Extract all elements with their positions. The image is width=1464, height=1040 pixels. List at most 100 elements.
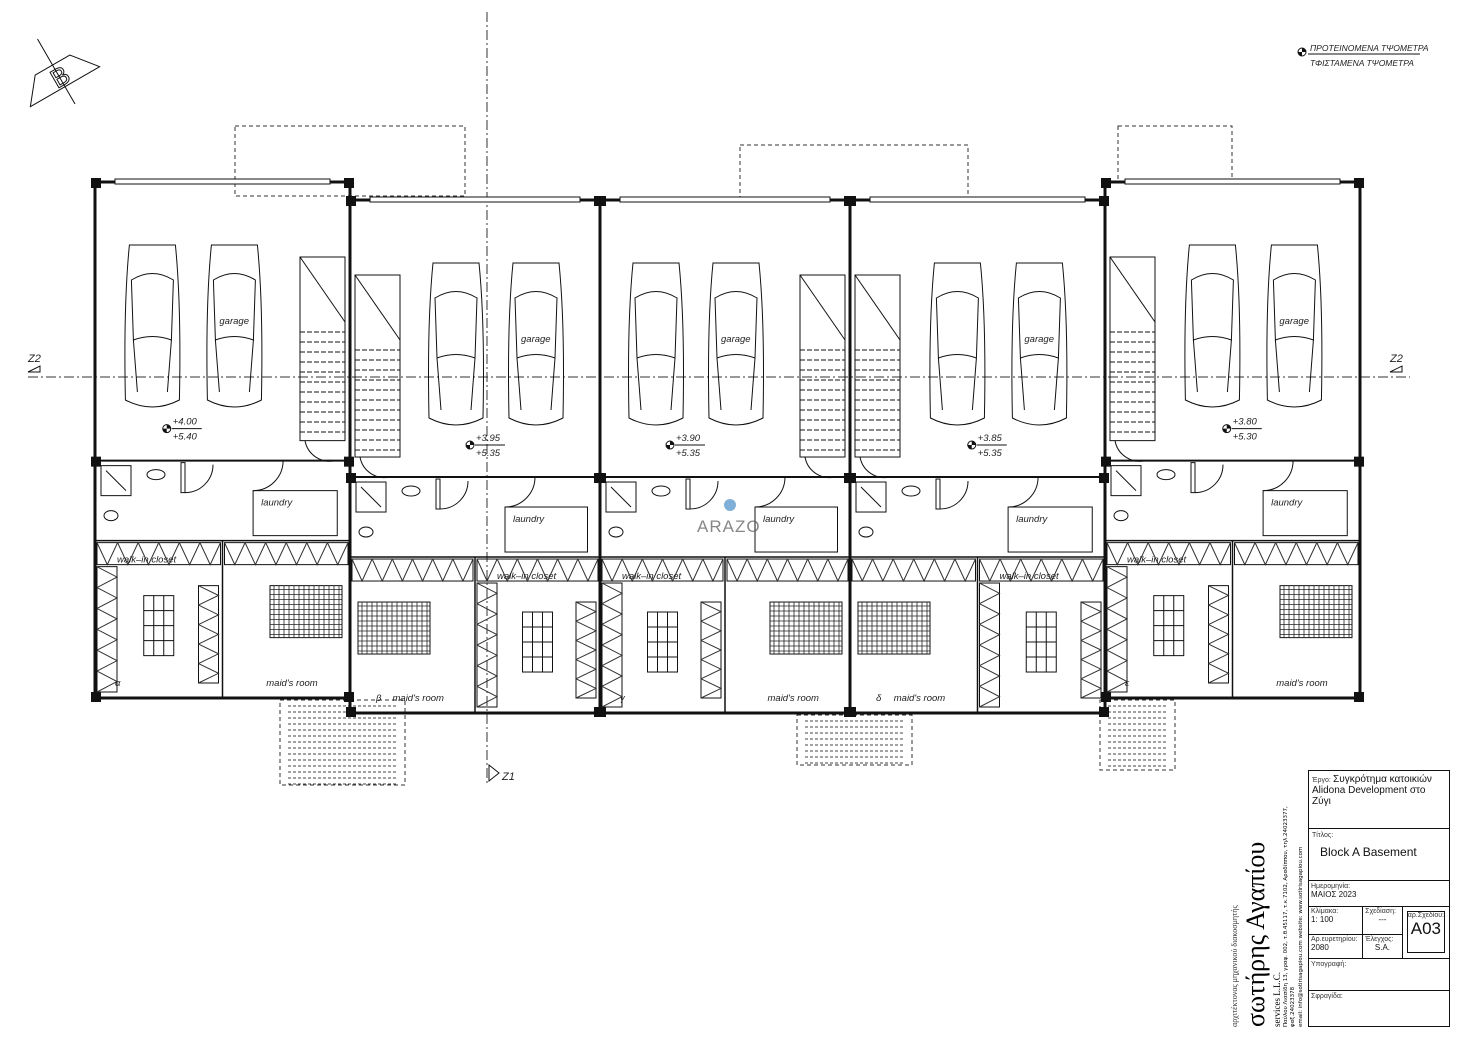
wardrobe-mark <box>351 558 373 583</box>
garage-label: garage <box>1024 334 1054 345</box>
wardrobe-mark <box>1106 587 1129 609</box>
door-swing <box>1263 460 1294 492</box>
garage-door <box>869 196 1086 203</box>
garage-label: garage <box>721 334 751 345</box>
car-body <box>206 244 263 408</box>
stamp-row: Σφραγίδα: <box>1309 991 1449 1002</box>
stair-line <box>1109 256 1156 323</box>
laundry-room <box>504 506 588 553</box>
car-line <box>971 357 977 411</box>
wardrobe-mark <box>700 639 723 661</box>
car-body <box>708 262 764 426</box>
wardrobe-mark <box>306 542 328 566</box>
car-roof <box>130 273 174 341</box>
toilet <box>1113 510 1129 522</box>
shower <box>605 481 637 513</box>
door-swing <box>859 456 891 479</box>
inventory-label: Αρ.ευρετηρίου: <box>1311 936 1358 943</box>
wardrobe-mark <box>700 678 723 699</box>
wardrobe-mark <box>851 558 874 583</box>
car-roof <box>634 291 678 359</box>
wardrobe-mark <box>537 558 559 583</box>
maid-room-label: maid's room <box>266 678 318 689</box>
laundry-label: laundry <box>763 514 795 525</box>
wardrobe-mark <box>700 601 723 622</box>
bed <box>357 601 431 655</box>
wardrobe-mark <box>766 558 788 583</box>
number-label: αρ.Σχεδίου: <box>1407 912 1444 919</box>
door-swing <box>253 460 284 492</box>
company-contact: email: info@sotirisagapiou.com website: … <box>1298 846 1304 1027</box>
laundry-label: laundry <box>261 498 293 509</box>
date-value: ΜΑΙΟΣ 2023 <box>1311 890 1357 899</box>
door-swing <box>689 481 719 510</box>
car-body <box>428 262 484 426</box>
company-tagline: αρχιτέκτονας μηχανικού διακοσμητής <box>1230 905 1239 1027</box>
door-swing <box>1194 464 1224 494</box>
car-roof <box>514 291 558 359</box>
date-row: Ημερομηνία: ΜΑΙΟΣ 2023 <box>1309 881 1449 907</box>
wardrobe-mark <box>198 643 220 664</box>
car-line <box>132 339 138 393</box>
wardrobe-mark <box>1168 542 1190 566</box>
car-line <box>550 357 556 411</box>
car-roof <box>1017 291 1061 359</box>
column <box>596 707 606 717</box>
check-label: Έλεγχος: <box>1365 936 1394 943</box>
wardrobe-mark <box>1106 628 1129 651</box>
column <box>1101 692 1111 702</box>
level-marker-fill <box>967 441 976 450</box>
wardrobe-mark <box>1106 566 1129 588</box>
unit-3 <box>596 196 854 717</box>
wardrobe-mark <box>496 558 518 583</box>
wardrobe-mark <box>1147 542 1170 566</box>
sink <box>1156 469 1176 481</box>
wardrobe-mark <box>601 558 623 583</box>
wardrobe-mark <box>476 665 499 687</box>
wardrobe-mark <box>96 649 119 672</box>
north-arrow-icon: B <box>29 38 101 108</box>
closet-label: walk–in closet <box>1127 555 1186 566</box>
shower-line <box>360 486 382 508</box>
wardrobe-mark <box>1061 558 1083 583</box>
wardrobe-mark <box>1275 542 1297 566</box>
wardrobe-mark <box>224 542 246 566</box>
wardrobe-mark <box>452 558 474 583</box>
wardrobe-mark <box>137 542 160 566</box>
unit-5 <box>1101 178 1364 702</box>
wardrobe-mark <box>1208 624 1230 645</box>
title-block: Έργο: Συγκρότημα κατοικιών Alidona Devel… <box>1308 770 1450 1027</box>
wardrobe-mark <box>198 585 220 606</box>
signature-label: Υπογραφή: <box>1311 961 1347 968</box>
sink <box>401 485 421 497</box>
stamp-label: Σφραγίδα: <box>1311 993 1343 1000</box>
wardrobe-mark <box>96 670 119 693</box>
section-arrow-icon <box>27 365 41 373</box>
shower-line <box>105 470 127 491</box>
closet-label: walk–in closet <box>622 571 681 582</box>
company-address: Παύλου Λιασίδη 13, γραφ. 002, τ.θ.45117,… <box>1283 806 1296 1027</box>
bath-wall <box>435 478 441 510</box>
laundry-room <box>1262 490 1348 537</box>
wardrobe-mark <box>1020 558 1042 583</box>
column <box>1354 692 1364 702</box>
level-proposed: +3.90 <box>676 433 701 444</box>
bed <box>269 585 343 639</box>
section-mark-z2-right: Z2 <box>1389 353 1403 365</box>
car-line <box>436 357 442 411</box>
wardrobe-mark <box>787 558 809 583</box>
wardrobe-mark <box>1336 542 1359 566</box>
level-marker-fill <box>666 441 674 450</box>
wardrobe-mark <box>158 542 180 566</box>
level-marker-fill <box>162 424 171 433</box>
wardrobe-mark <box>1208 663 1230 684</box>
toilet <box>608 526 624 538</box>
closet-label: walk–in closet <box>1000 571 1059 582</box>
level-marker-fill <box>1222 424 1231 433</box>
section-mark-z1: Z1 <box>501 771 515 783</box>
level-existing: +5.35 <box>978 448 1003 459</box>
stair-outline <box>1099 699 1176 771</box>
inventory-value: 2080 <box>1311 943 1329 952</box>
wardrobe-mark <box>1081 558 1104 583</box>
